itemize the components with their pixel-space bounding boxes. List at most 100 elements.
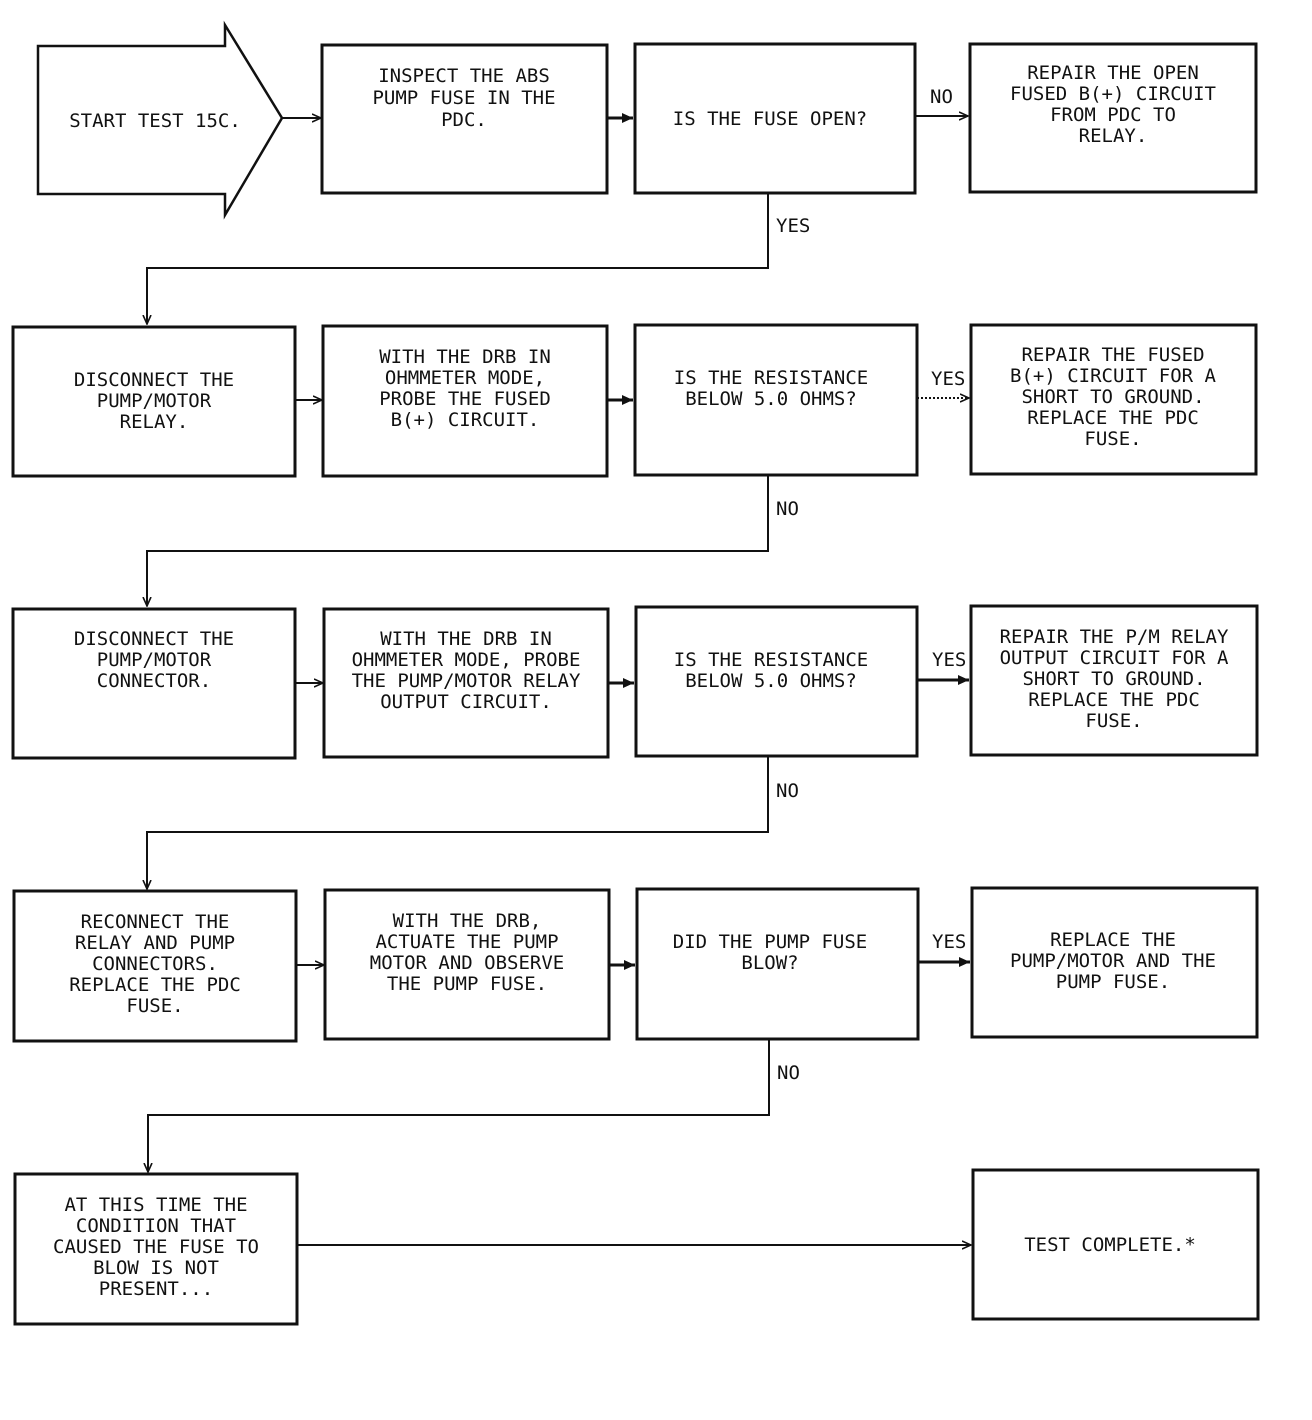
branch-label-yes: YES xyxy=(776,215,810,237)
branch-label-yes: YES xyxy=(931,368,965,390)
box-line: CONNECTOR. xyxy=(97,670,211,692)
box-line: BLOW? xyxy=(741,952,798,974)
connector xyxy=(147,475,769,606)
branch-label-no: NO xyxy=(776,498,799,520)
box-line: WITH THE DRB IN xyxy=(379,346,551,368)
box-line: PROBE THE FUSED xyxy=(379,388,551,410)
box-line: FUSED B(+) CIRCUIT xyxy=(1010,83,1216,105)
box-line: CONNECTORS. xyxy=(92,953,218,975)
box-line: PUMP/MOTOR xyxy=(97,649,212,671)
box-line: REPLACE THE PDC xyxy=(69,974,241,996)
box-line: FROM PDC TO xyxy=(1050,104,1176,126)
box-line: INSPECT THE ABS xyxy=(378,65,550,87)
box-line: BLOW IS NOT xyxy=(93,1257,219,1279)
branch-label-yes: YES xyxy=(932,931,966,953)
box-line: PDC. xyxy=(441,109,487,131)
box-line: IS THE RESISTANCE xyxy=(674,367,868,389)
box-line: WITH THE DRB, xyxy=(393,910,542,932)
box-line: MOTOR AND OBSERVE xyxy=(370,952,564,974)
fuse-open-decision: IS THE FUSE OPEN? xyxy=(633,42,917,195)
box-line: FUSE. xyxy=(126,995,183,1017)
box-line: DISCONNECT THE xyxy=(74,369,234,391)
box-line: WITH THE DRB IN xyxy=(380,628,552,650)
box-line: DID THE PUMP FUSE xyxy=(673,931,867,953)
box-line: DISCONNECT THE xyxy=(74,628,234,650)
box-line: REPLACE THE xyxy=(1050,929,1176,951)
box-line: SHORT TO GROUND. xyxy=(1022,668,1205,690)
box-line: REPAIR THE P/M RELAY xyxy=(1000,626,1229,648)
box-line: PUMP FUSE. xyxy=(1056,971,1170,993)
box-line: OUTPUT CIRCUIT FOR A xyxy=(1000,647,1229,669)
box-line: REPLACE THE PDC xyxy=(1027,407,1199,429)
box-line: REPLACE THE PDC xyxy=(1028,689,1200,711)
box-line: PUMP FUSE IN THE xyxy=(372,87,555,109)
box-line: B(+) CIRCUIT. xyxy=(391,409,540,431)
box-line: RELAY. xyxy=(1079,125,1148,147)
box-line: OUTPUT CIRCUIT. xyxy=(380,691,552,713)
branch-label-yes: YES xyxy=(932,649,966,671)
box-line: IS THE FUSE OPEN? xyxy=(673,108,867,130)
box-line: TEST COMPLETE.* xyxy=(1024,1234,1196,1256)
box-line: THE PUMP/MOTOR RELAY xyxy=(352,670,581,692)
box-line: RELAY. xyxy=(120,411,189,433)
box-line: REPAIR THE FUSED xyxy=(1021,344,1204,366)
box-line: FUSE. xyxy=(1084,428,1141,450)
box-line: ACTUATE THE PUMP xyxy=(375,931,558,953)
connector xyxy=(147,756,769,889)
box-line: PUMP/MOTOR AND THE xyxy=(1010,950,1216,972)
box-line: SHORT TO GROUND. xyxy=(1021,386,1204,408)
branch-label-no: NO xyxy=(777,1062,800,1084)
box-line: REPAIR THE OPEN xyxy=(1027,62,1199,84)
box-line: FUSE. xyxy=(1085,710,1142,732)
box-line: RECONNECT THE xyxy=(81,911,230,933)
box-line: BELOW 5.0 OHMS? xyxy=(685,388,857,410)
box-line: RELAY AND PUMP xyxy=(75,932,235,954)
box-line: IS THE RESISTANCE xyxy=(674,649,868,671)
box-line: THE PUMP FUSE. xyxy=(387,973,547,995)
box-line: OHMMETER MODE, PROBE xyxy=(352,649,581,671)
branch-label-no: NO xyxy=(930,86,953,108)
start-label: START TEST 15C. xyxy=(69,110,241,132)
box-line: PRESENT... xyxy=(99,1278,213,1300)
box-line: PUMP/MOTOR xyxy=(97,390,212,412)
box-line: CONDITION THAT xyxy=(76,1215,236,1237)
start-arrow: START TEST 15C. xyxy=(36,20,284,220)
connector xyxy=(148,1039,770,1172)
box-line: BELOW 5.0 OHMS? xyxy=(685,670,857,692)
connector xyxy=(147,193,769,324)
box-line: OHMMETER MODE, xyxy=(385,367,545,389)
test-complete-box: TEST COMPLETE.* xyxy=(971,1168,1260,1321)
box-line: CAUSED THE FUSE TO xyxy=(53,1236,259,1258)
